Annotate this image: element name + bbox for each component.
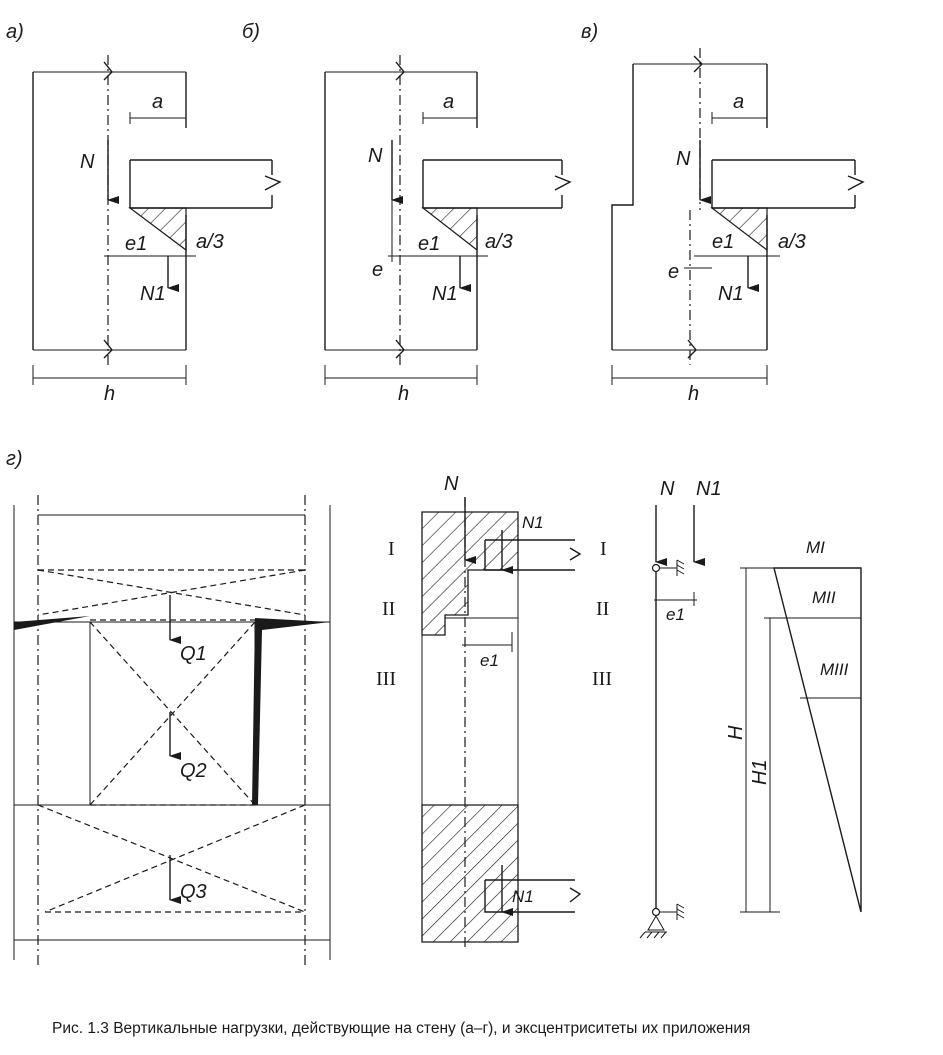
panel-c: в) a N e1 e a/3 N1 h xyxy=(581,21,865,405)
scheme-force-n1: N1 xyxy=(696,478,722,500)
panel-c-width: h xyxy=(688,383,699,405)
panel-b: б) a N e1 e a/3 N1 h xyxy=(242,21,572,405)
panel-a: а) a N e1 a/3 N1 h xyxy=(6,21,282,405)
figure-caption: Рис. 1.3 Вертикальные нагрузки, действую… xyxy=(52,1020,751,1037)
level-ii-left: II xyxy=(382,598,395,620)
panel-a-dim-a: a xyxy=(152,91,163,113)
section-force-n1-lower: N1 xyxy=(512,887,534,906)
scheme-height1: H1 xyxy=(749,759,771,785)
level-ii-right: II xyxy=(596,598,609,620)
panel-d-tag: г) xyxy=(6,448,23,470)
panel-d-section: N N1 e1 N1 I II III I II III xyxy=(376,473,612,950)
level-iii-left: III xyxy=(376,668,396,690)
panel-b-force-n: N xyxy=(368,145,383,167)
level-iii-right: III xyxy=(592,668,612,690)
panel-d-elevation: г) Q1 Q2 Q3 xyxy=(6,448,331,965)
section-ecc1: e1 xyxy=(480,651,499,670)
load-q1: Q1 xyxy=(180,643,207,665)
panel-b-width: h xyxy=(398,383,409,405)
panel-b-dim-a: a xyxy=(443,91,454,113)
panel-d-scheme: N N1 e1 xyxy=(639,478,722,939)
load-q3: Q3 xyxy=(180,881,207,903)
panel-a-force-n: N xyxy=(80,151,95,173)
scheme-height: H xyxy=(725,725,747,740)
panel-a-force-n1: N1 xyxy=(140,283,166,305)
panel-c-force-n: N xyxy=(676,148,691,170)
panel-a-a3: a/3 xyxy=(196,231,224,253)
panel-c-a3: a/3 xyxy=(778,231,806,253)
panel-b-force-n1: N1 xyxy=(432,283,458,305)
panel-b-a3: a/3 xyxy=(485,231,513,253)
level-i-left: I xyxy=(388,538,395,560)
panel-a-width: h xyxy=(104,383,115,405)
moment-miii: MIII xyxy=(820,660,849,679)
section-force-n1: N1 xyxy=(522,513,544,532)
panel-a-ecc1: e1 xyxy=(125,233,147,255)
panel-c-ecc1: e1 xyxy=(712,231,734,253)
section-force-n: N xyxy=(444,473,459,495)
panel-d-moments: MI MII MIII H H1 xyxy=(725,538,862,913)
moment-mi: MI xyxy=(806,538,825,557)
panel-b-ecc1: e1 xyxy=(418,233,440,255)
panel-c-ecc: e xyxy=(668,261,679,283)
panel-a-tag: а) xyxy=(6,21,24,43)
panel-c-dim-a: a xyxy=(733,91,744,113)
load-q2: Q2 xyxy=(180,760,207,782)
scheme-force-n: N xyxy=(660,478,675,500)
level-i-right: I xyxy=(600,538,607,560)
panel-c-tag: в) xyxy=(581,21,598,43)
panel-c-force-n1: N1 xyxy=(718,283,744,305)
moment-mii: MII xyxy=(812,588,836,607)
panel-b-tag: б) xyxy=(242,21,260,43)
panel-b-ecc: e xyxy=(372,259,383,281)
scheme-ecc1: e1 xyxy=(666,605,685,624)
